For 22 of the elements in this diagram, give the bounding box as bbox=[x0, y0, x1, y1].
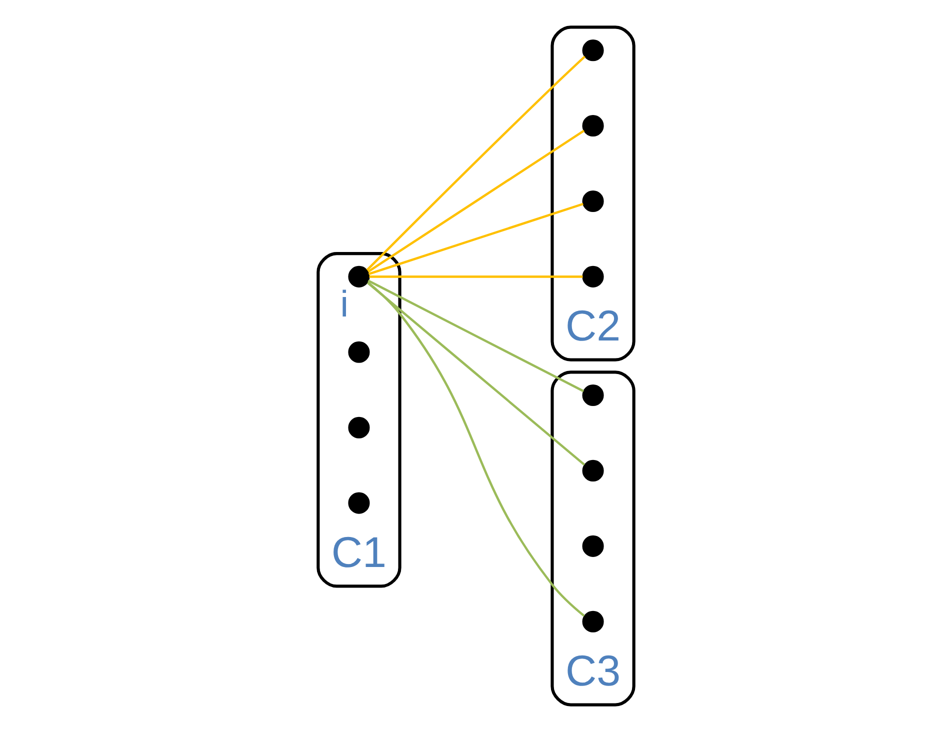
connector bbox=[366, 282, 586, 466]
node-circle bbox=[582, 115, 604, 137]
node-circle bbox=[582, 535, 604, 557]
node-circle bbox=[582, 190, 604, 212]
connector bbox=[368, 202, 584, 276]
node-circle bbox=[582, 610, 604, 632]
node-circle bbox=[348, 341, 370, 363]
node-circle bbox=[582, 460, 604, 482]
node-label: i bbox=[340, 283, 348, 324]
node-circle bbox=[348, 416, 370, 438]
node-circle bbox=[348, 492, 370, 514]
node-circle bbox=[582, 266, 604, 288]
connector bbox=[368, 280, 584, 392]
connector bbox=[366, 56, 586, 271]
connector bbox=[368, 130, 585, 273]
node-circle bbox=[348, 266, 370, 288]
node-circle bbox=[582, 384, 604, 406]
cluster: C3 bbox=[550, 370, 636, 706]
cluster: C2 bbox=[550, 26, 636, 362]
connector bbox=[367, 282, 585, 617]
node-circle bbox=[582, 40, 604, 62]
connector bbox=[369, 276, 583, 278]
